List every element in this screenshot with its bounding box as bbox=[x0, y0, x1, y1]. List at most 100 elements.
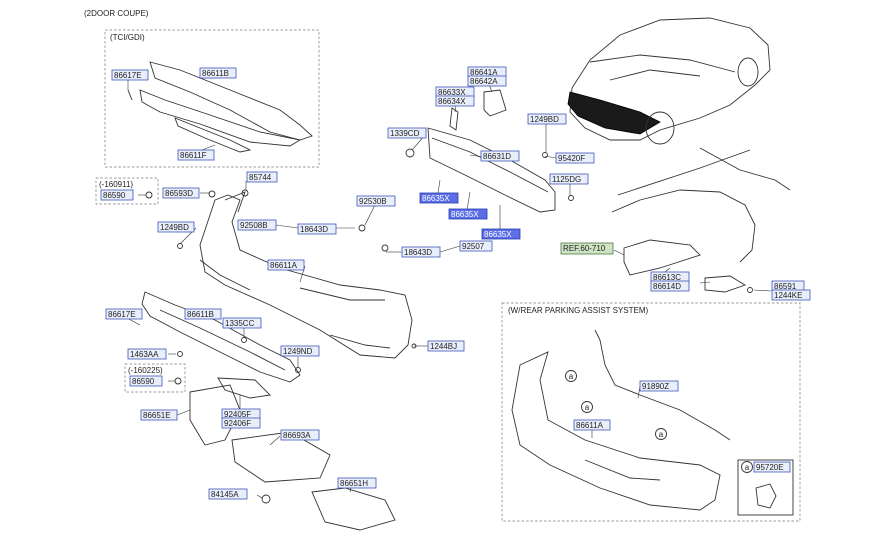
part-label-1249ND[interactable]: 1249ND bbox=[280, 345, 320, 357]
part-label-86593D[interactable]: 86593D bbox=[162, 187, 200, 199]
svg-text:95420F: 95420F bbox=[558, 154, 585, 163]
svg-text:86651H: 86651H bbox=[340, 479, 368, 488]
svg-text:92508B: 92508B bbox=[240, 221, 268, 230]
svg-text:1249ND: 1249ND bbox=[283, 347, 313, 356]
svg-text:1339CD: 1339CD bbox=[390, 129, 420, 138]
part-label-86633X[interactable]: 86633X bbox=[435, 86, 475, 98]
part-label-86611B-top[interactable]: 86611B bbox=[199, 67, 237, 79]
part-label-92406F[interactable]: 92406F bbox=[221, 417, 261, 429]
group-label-tci-gdi: (TCI/GDI) bbox=[110, 33, 145, 42]
part-label-86631D[interactable]: 86631D bbox=[480, 150, 520, 162]
part-label-84145A[interactable]: 84145A bbox=[208, 488, 248, 500]
part-lower-lip-tci bbox=[127, 61, 313, 153]
part-diffuser-mid bbox=[141, 291, 301, 383]
svg-text:84145A: 84145A bbox=[211, 490, 239, 499]
part-label-86614D[interactable]: 86614D bbox=[650, 280, 690, 292]
svg-text:18643D: 18643D bbox=[404, 248, 432, 257]
clip-inset-part bbox=[755, 483, 777, 509]
part-label-1244KE[interactable]: 1244KE bbox=[771, 289, 811, 301]
circle-a-marker: a bbox=[659, 430, 664, 439]
part-label-86641A[interactable]: 86641A bbox=[467, 66, 507, 78]
part-label-95420F[interactable]: 95420F bbox=[555, 152, 595, 164]
svg-text:86611A: 86611A bbox=[270, 261, 298, 270]
svg-text:1125DG: 1125DG bbox=[552, 175, 581, 184]
circle-a-marker: a bbox=[585, 403, 590, 412]
part-label-86611A-main[interactable]: 86611A bbox=[267, 259, 305, 271]
part-label-92507[interactable]: 92507 bbox=[459, 240, 493, 252]
svg-text:86635X: 86635X bbox=[451, 210, 479, 219]
svg-text:1244BJ: 1244BJ bbox=[430, 342, 457, 351]
note-160225: (-160225) bbox=[128, 366, 163, 375]
part-label-86635X-c[interactable]: 86635X bbox=[481, 228, 521, 240]
svg-text:86633X: 86633X bbox=[438, 88, 466, 97]
part-label-18643D-b[interactable]: 18643D bbox=[401, 246, 441, 258]
part-label-86613C[interactable]: 86613C bbox=[650, 271, 690, 283]
part-label-92405F[interactable]: 92405F bbox=[221, 408, 261, 420]
group-label-rear-parking: (W/REAR PARKING ASSIST SYSTEM) bbox=[508, 306, 649, 315]
part-label-1339CD[interactable]: 1339CD bbox=[387, 127, 427, 139]
part-label-86693A[interactable]: 86693A bbox=[280, 429, 320, 441]
part-label-86611B-mid[interactable]: 86611B bbox=[184, 308, 222, 320]
circle-a-markers: a a a a bbox=[565, 370, 753, 473]
svg-text:86590: 86590 bbox=[103, 191, 126, 200]
svg-text:86642A: 86642A bbox=[470, 77, 498, 86]
part-label-86617E-top[interactable]: 86617E bbox=[111, 69, 149, 81]
part-label-86642A[interactable]: 86642A bbox=[467, 75, 507, 87]
part-label-86611F[interactable]: 86611F bbox=[177, 149, 215, 161]
part-label-86617E-mid[interactable]: 86617E bbox=[105, 308, 143, 320]
svg-text:1335CC: 1335CC bbox=[225, 319, 255, 328]
group-box-160225 bbox=[124, 363, 186, 393]
svg-text:86641A: 86641A bbox=[470, 68, 498, 77]
svg-text:92507: 92507 bbox=[462, 242, 485, 251]
part-label-18643D-a[interactable]: 18643D bbox=[297, 223, 337, 235]
svg-text:86611B: 86611B bbox=[202, 69, 229, 78]
svg-text:86614D: 86614D bbox=[653, 282, 681, 291]
svg-text:86611F: 86611F bbox=[180, 151, 207, 160]
part-label-1244BJ[interactable]: 1244BJ bbox=[427, 340, 465, 352]
svg-text:86634X: 86634X bbox=[438, 97, 466, 106]
fasteners bbox=[145, 148, 574, 385]
part-side-bracket bbox=[623, 239, 753, 293]
svg-text:18643D: 18643D bbox=[300, 225, 328, 234]
part-label-86651H[interactable]: 86651H bbox=[337, 477, 377, 489]
fender-outline bbox=[611, 147, 791, 263]
ref-label-60-710[interactable]: REF.60-710 bbox=[560, 242, 614, 255]
part-label-92508B[interactable]: 92508B bbox=[237, 219, 277, 231]
svg-text:86613C: 86613C bbox=[653, 273, 681, 282]
part-label-92530B[interactable]: 92530B bbox=[356, 195, 396, 207]
svg-text:86611A: 86611A bbox=[576, 421, 604, 430]
part-parking-bumper bbox=[511, 329, 731, 511]
part-label-1125DG[interactable]: 1125DG bbox=[549, 173, 589, 185]
svg-text:86635X: 86635X bbox=[422, 194, 450, 203]
part-label-86590-top[interactable]: 86590 bbox=[100, 189, 134, 201]
part-label-1249BD-left[interactable]: 1249BD bbox=[157, 221, 195, 233]
svg-text:86590: 86590 bbox=[132, 377, 155, 386]
part-label-95720E[interactable]: 95720E bbox=[753, 461, 791, 473]
part-label-1463AA[interactable]: 1463AA bbox=[127, 348, 167, 360]
part-rear-bumper-main bbox=[199, 191, 413, 359]
svg-text:86635X: 86635X bbox=[484, 230, 512, 239]
svg-text:86631D: 86631D bbox=[483, 152, 511, 161]
part-label-86590-mid[interactable]: 86590 bbox=[129, 375, 163, 387]
svg-text:REF.60-710: REF.60-710 bbox=[563, 244, 606, 253]
part-label-86634X[interactable]: 86634X bbox=[435, 95, 475, 107]
part-label-91890Z[interactable]: 91890Z bbox=[639, 380, 679, 392]
svg-text:86693A: 86693A bbox=[283, 431, 311, 440]
svg-text:91890Z: 91890Z bbox=[642, 382, 669, 391]
part-label-86591[interactable]: 86591 bbox=[771, 280, 805, 292]
part-label-1249BD-right[interactable]: 1249BD bbox=[527, 113, 567, 125]
svg-text:92530B: 92530B bbox=[359, 197, 387, 206]
part-label-86635X-b[interactable]: 86635X bbox=[448, 208, 488, 220]
part-label-86611A-park[interactable]: 86611A bbox=[573, 419, 611, 431]
diagram-title: (2DOOR COUPE) bbox=[84, 9, 149, 18]
svg-text:86591: 86591 bbox=[774, 282, 797, 291]
car-illustration bbox=[567, 17, 771, 145]
part-label-85744[interactable]: 85744 bbox=[246, 171, 278, 183]
part-label-1335CC[interactable]: 1335CC bbox=[222, 317, 262, 329]
svg-text:92405F: 92405F bbox=[224, 410, 251, 419]
part-label-86635X-a[interactable]: 86635X bbox=[419, 192, 459, 204]
svg-text:86593D: 86593D bbox=[165, 189, 193, 198]
part-label-86651E[interactable]: 86651E bbox=[140, 409, 178, 421]
